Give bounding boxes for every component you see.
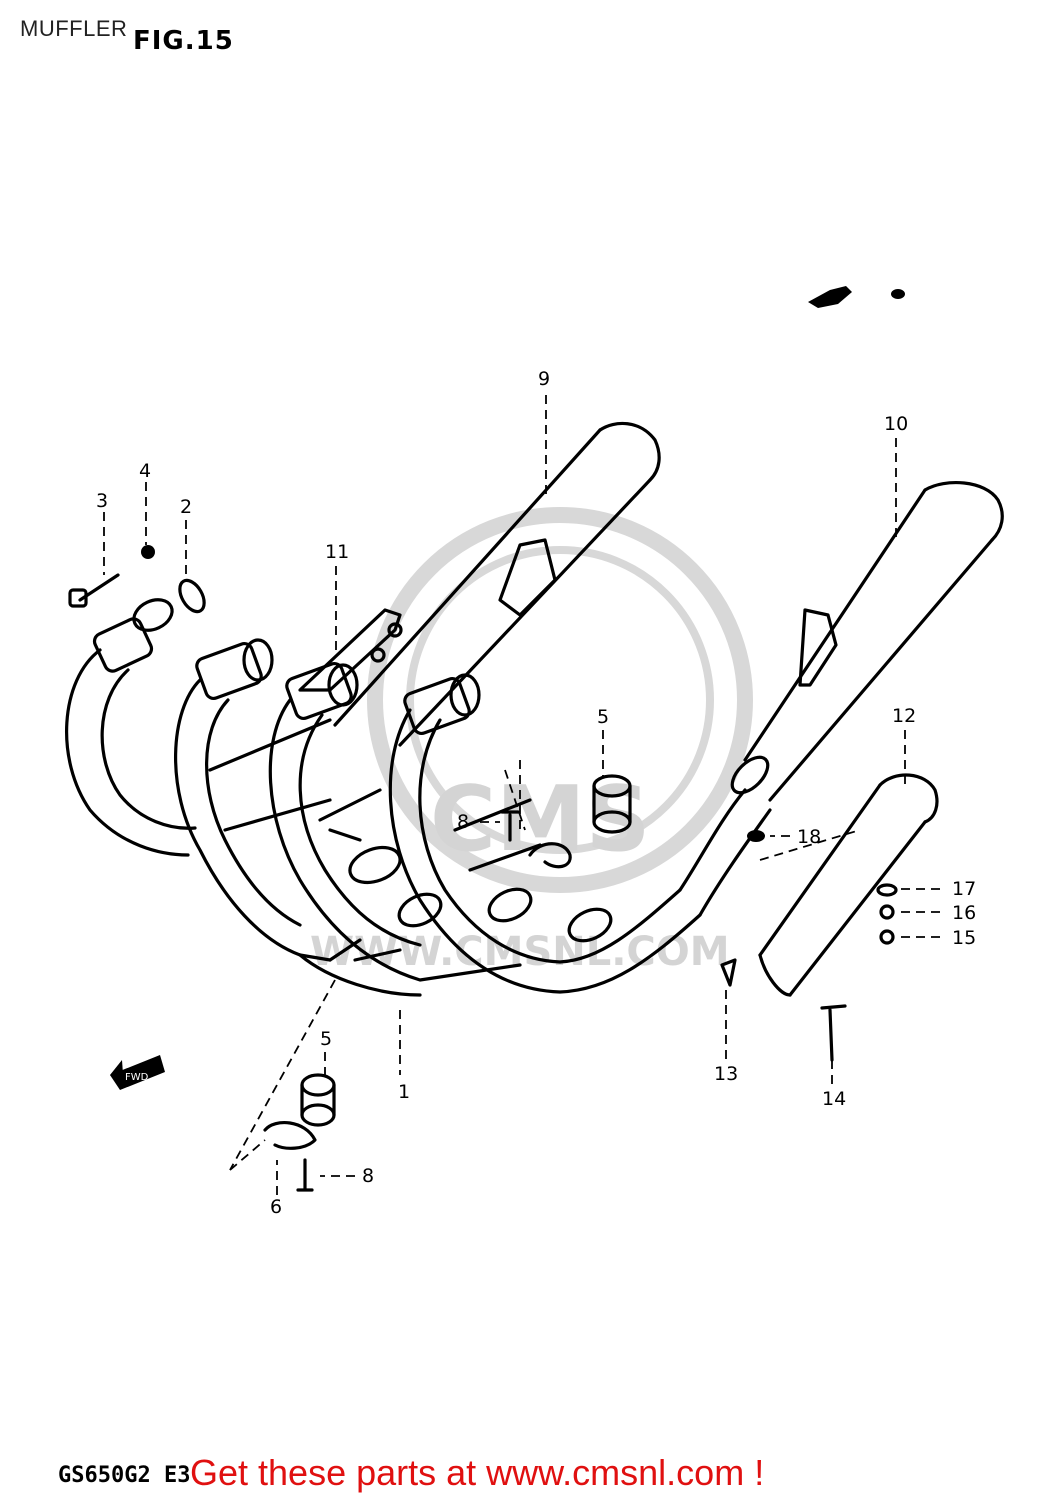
bracket-11	[298, 608, 403, 692]
ink-smudge	[808, 286, 852, 308]
bolt-8-upper	[500, 810, 520, 842]
gasket-5-lower	[300, 1073, 336, 1127]
leader-lines	[103, 395, 940, 1195]
callout-10: 10	[884, 413, 908, 435]
callout-2: 2	[180, 496, 192, 518]
figure-number: FIG.15	[133, 26, 234, 56]
callout-3: 3	[96, 490, 108, 512]
bolt-3	[68, 573, 120, 608]
section-title: MUFFLER	[20, 16, 128, 41]
callout-5-lower: 5	[320, 1028, 332, 1050]
callout-12: 12	[892, 705, 916, 727]
forward-arrow-icon: FWD	[110, 1055, 165, 1090]
exhaust-pipe-right-outer	[388, 673, 702, 994]
callout-1: 1	[398, 1081, 410, 1103]
clamp-6-lower	[263, 1121, 317, 1150]
washer-16	[879, 904, 895, 920]
bolt-15	[879, 929, 895, 945]
buy-parts-link[interactable]: Get these parts at www.cmsnl.com !	[190, 1452, 765, 1493]
muffler-10	[730, 480, 1004, 802]
heat-shield-12	[758, 773, 939, 997]
washer-17	[876, 883, 898, 897]
callout-6: 6	[270, 1196, 282, 1218]
callout-16: 16	[952, 902, 976, 924]
model-code: GS650G2 E3	[58, 1463, 191, 1488]
muffler-9	[333, 421, 661, 747]
bolt-14	[820, 1004, 847, 1062]
clamp-6-upper	[528, 842, 572, 869]
watermark-logo-text: CMS	[430, 767, 650, 872]
callout-13: 13	[714, 1063, 738, 1085]
callout-18: 18	[797, 826, 821, 848]
exhaust-pipe-left-inner	[174, 638, 332, 962]
callout-17: 17	[952, 878, 976, 900]
callout-14: 14	[822, 1088, 846, 1110]
callout-4: 4	[139, 460, 151, 482]
bolt-8-lower	[296, 1158, 314, 1192]
nut-4	[141, 545, 155, 559]
gasket-2	[178, 578, 206, 614]
washer-13	[720, 958, 737, 987]
ink-smudge	[891, 289, 905, 299]
callout-8-lower: 8	[362, 1165, 374, 1187]
gasket-5-upper	[592, 774, 632, 834]
callout-5-upper: 5	[597, 706, 609, 728]
callout-15: 15	[952, 927, 976, 949]
callout-11: 11	[325, 541, 349, 563]
forward-arrow-label: FWD	[125, 1072, 149, 1083]
exhaust-pipe-left-outer	[65, 598, 197, 857]
callout-8-upper: 8	[457, 811, 469, 833]
callout-9: 9	[538, 368, 550, 390]
nut-18	[747, 830, 765, 842]
collector-pipe	[298, 788, 772, 997]
